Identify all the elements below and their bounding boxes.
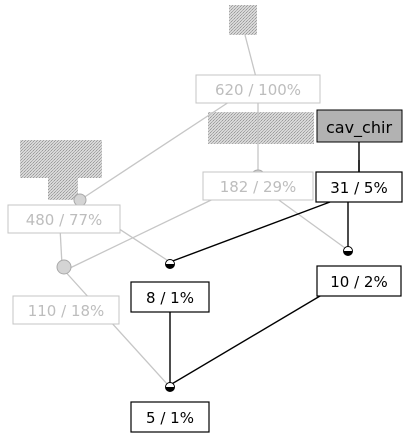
edge-620-to-480: [79, 99, 233, 201]
edge-31-to-8: [169, 201, 331, 263]
faded-label-blocks: [20, 5, 314, 200]
node-480: 480 / 77%: [7, 204, 121, 234]
node-label: 480 / 77%: [26, 211, 103, 229]
node-label: 8 / 1%: [146, 289, 194, 307]
node-620: 620 / 100%: [195, 74, 321, 104]
faded-edges: [59, 34, 346, 386]
faded-label-block-middle: [208, 112, 314, 144]
faded-label-block-left-lower: [48, 178, 78, 200]
faded-marker-480: [73, 193, 87, 207]
faded-label-block-left: [20, 140, 102, 178]
marker-5: [165, 382, 175, 392]
node-8: 8 / 1%: [130, 281, 210, 313]
faded-marker-110: [56, 259, 72, 275]
node-5: 5 / 1%: [130, 401, 210, 433]
edge-182-to-110: [69, 189, 233, 269]
node-182: 182 / 29%: [202, 171, 314, 201]
node-label: 182 / 29%: [220, 178, 297, 196]
attribute-tag-cav-chir: cav_chir: [316, 109, 403, 176]
edge-480-to-110: [59, 227, 63, 266]
node-110: 110 / 18%: [12, 295, 120, 325]
edge-10-to-5: [169, 279, 348, 386]
active-edges: [169, 160, 360, 386]
marker-8: [165, 259, 175, 269]
attribute-tag-label: cav_chir: [326, 118, 392, 138]
node-label: 110 / 18%: [28, 302, 105, 320]
node-10: 10 / 2%: [316, 265, 402, 297]
node-label: 31 / 5%: [330, 179, 387, 197]
edge-110-to-5: [61, 267, 169, 386]
marker-10: [343, 246, 353, 256]
node-31: 31 / 5%: [315, 171, 403, 203]
node-label: 5 / 1%: [146, 409, 194, 427]
node-label: 620 / 100%: [215, 81, 301, 99]
faded-label-block-top: [229, 5, 257, 35]
node-label: 10 / 2%: [330, 273, 387, 291]
